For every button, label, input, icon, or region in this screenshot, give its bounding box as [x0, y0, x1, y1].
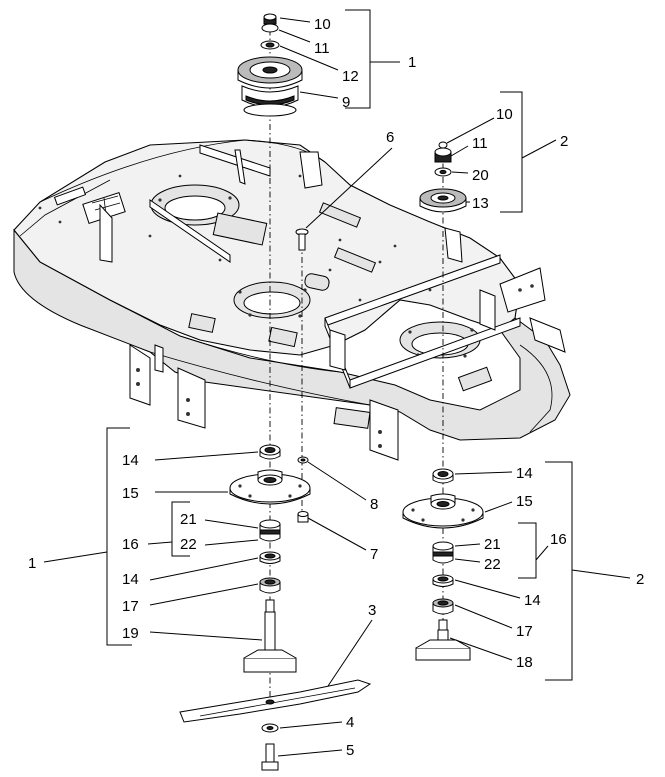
callout-5: 5 [346, 742, 354, 759]
callout-10-top-right: 10 [496, 106, 513, 123]
callout-11-top-right: 11 [472, 135, 488, 152]
callout-20: 20 [472, 167, 489, 184]
callout-3: 3 [368, 602, 376, 619]
callout-14-left-lower: 14 [122, 571, 139, 588]
callout-12: 12 [342, 68, 359, 85]
callout-2-top: 2 [560, 133, 568, 150]
callout-14-right-lower: 14 [524, 592, 541, 609]
callout-8: 8 [370, 496, 378, 513]
callout-17-right: 17 [516, 623, 533, 640]
mower-deck-housing [13, 139, 571, 461]
leader-lines [149, 17, 521, 757]
callout-14-right-upper: 14 [516, 465, 533, 482]
left-pulley-assembly [237, 13, 303, 117]
left-spindle-assembly [229, 444, 311, 673]
callout-21-right: 21 [484, 536, 501, 553]
callout-22-left: 22 [180, 536, 197, 553]
callout-7: 7 [370, 546, 378, 563]
center-nut-washer [297, 456, 309, 523]
callout-6: 6 [386, 129, 394, 146]
callout-15-left: 15 [122, 485, 139, 502]
callout-1-bottom: 1 [28, 555, 36, 572]
callout-13: 13 [472, 195, 489, 212]
blade-assembly [179, 679, 372, 771]
right-idler-assembly [419, 141, 467, 213]
callout-2-bottom: 2 [636, 571, 644, 588]
callout-labels: 10 11 12 9 1 6 10 11 20 13 2 14 15 21 22… [28, 16, 644, 759]
callout-19: 19 [122, 625, 139, 642]
callout-10-top-left: 10 [314, 16, 331, 33]
callout-18: 18 [516, 654, 533, 671]
right-spindle-assembly [402, 468, 484, 661]
callout-15-right: 15 [516, 493, 533, 510]
callout-11-top-left: 11 [314, 40, 330, 57]
mounting-holes [38, 174, 474, 358]
callout-22-right: 22 [484, 556, 501, 573]
callout-16-left: 16 [122, 536, 139, 553]
grouping-brackets [43, 9, 631, 681]
callout-1-top: 1 [408, 54, 416, 71]
callout-17-left: 17 [122, 598, 139, 615]
callout-4: 4 [346, 714, 354, 731]
center-bolt [295, 228, 309, 251]
callout-9: 9 [342, 94, 350, 111]
callout-14-left-upper: 14 [122, 452, 139, 469]
callout-21-left: 21 [180, 511, 197, 528]
callout-16-right: 16 [550, 531, 567, 548]
